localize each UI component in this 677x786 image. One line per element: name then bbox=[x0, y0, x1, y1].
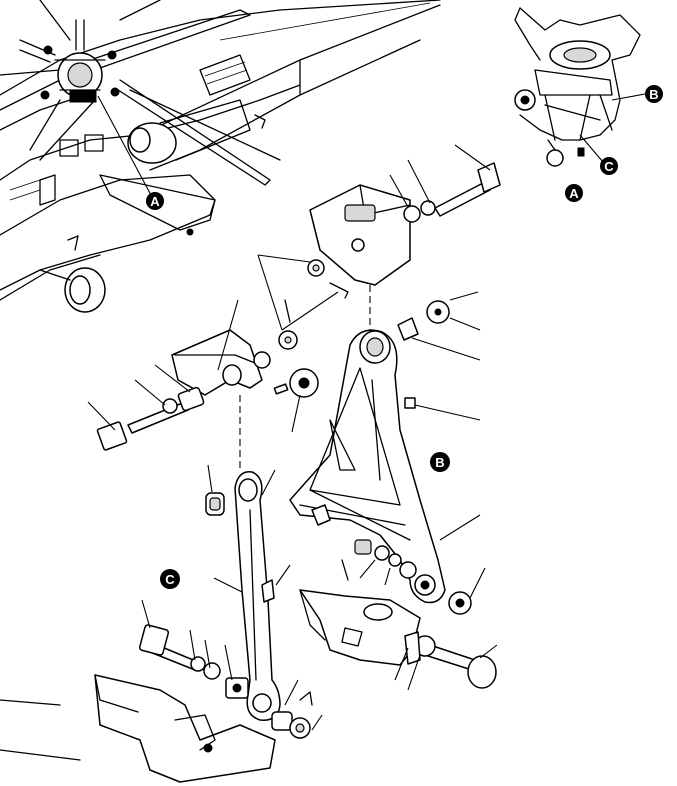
callout-c-detail: C bbox=[600, 157, 618, 175]
callout-b-main: B bbox=[430, 452, 450, 472]
connecting-rod-c bbox=[205, 464, 291, 721]
callout-a-detail-label: A bbox=[569, 186, 579, 201]
helicopter-overview bbox=[0, 0, 441, 313]
callout-b-detail-label: B bbox=[649, 87, 658, 102]
triangle-arm-b bbox=[289, 329, 486, 615]
callout-c-detail-label: C bbox=[604, 159, 614, 174]
hardware-upper bbox=[257, 254, 481, 421]
lower-clevis bbox=[299, 589, 498, 691]
callout-a-detail: A bbox=[565, 184, 583, 202]
upper-mounting-bracket bbox=[309, 144, 501, 330]
callout-b-detail: B bbox=[645, 85, 663, 103]
callout-c-main-label: C bbox=[165, 572, 175, 587]
callout-c-main: C bbox=[160, 569, 180, 589]
callout-b-main-label: B bbox=[435, 455, 444, 470]
link-bracket bbox=[87, 299, 319, 470]
callout-a-main: A bbox=[146, 192, 164, 210]
callout-a-main-label: A bbox=[150, 194, 160, 209]
lower-base bbox=[0, 599, 323, 783]
detail-a-swashplate bbox=[514, 7, 646, 167]
